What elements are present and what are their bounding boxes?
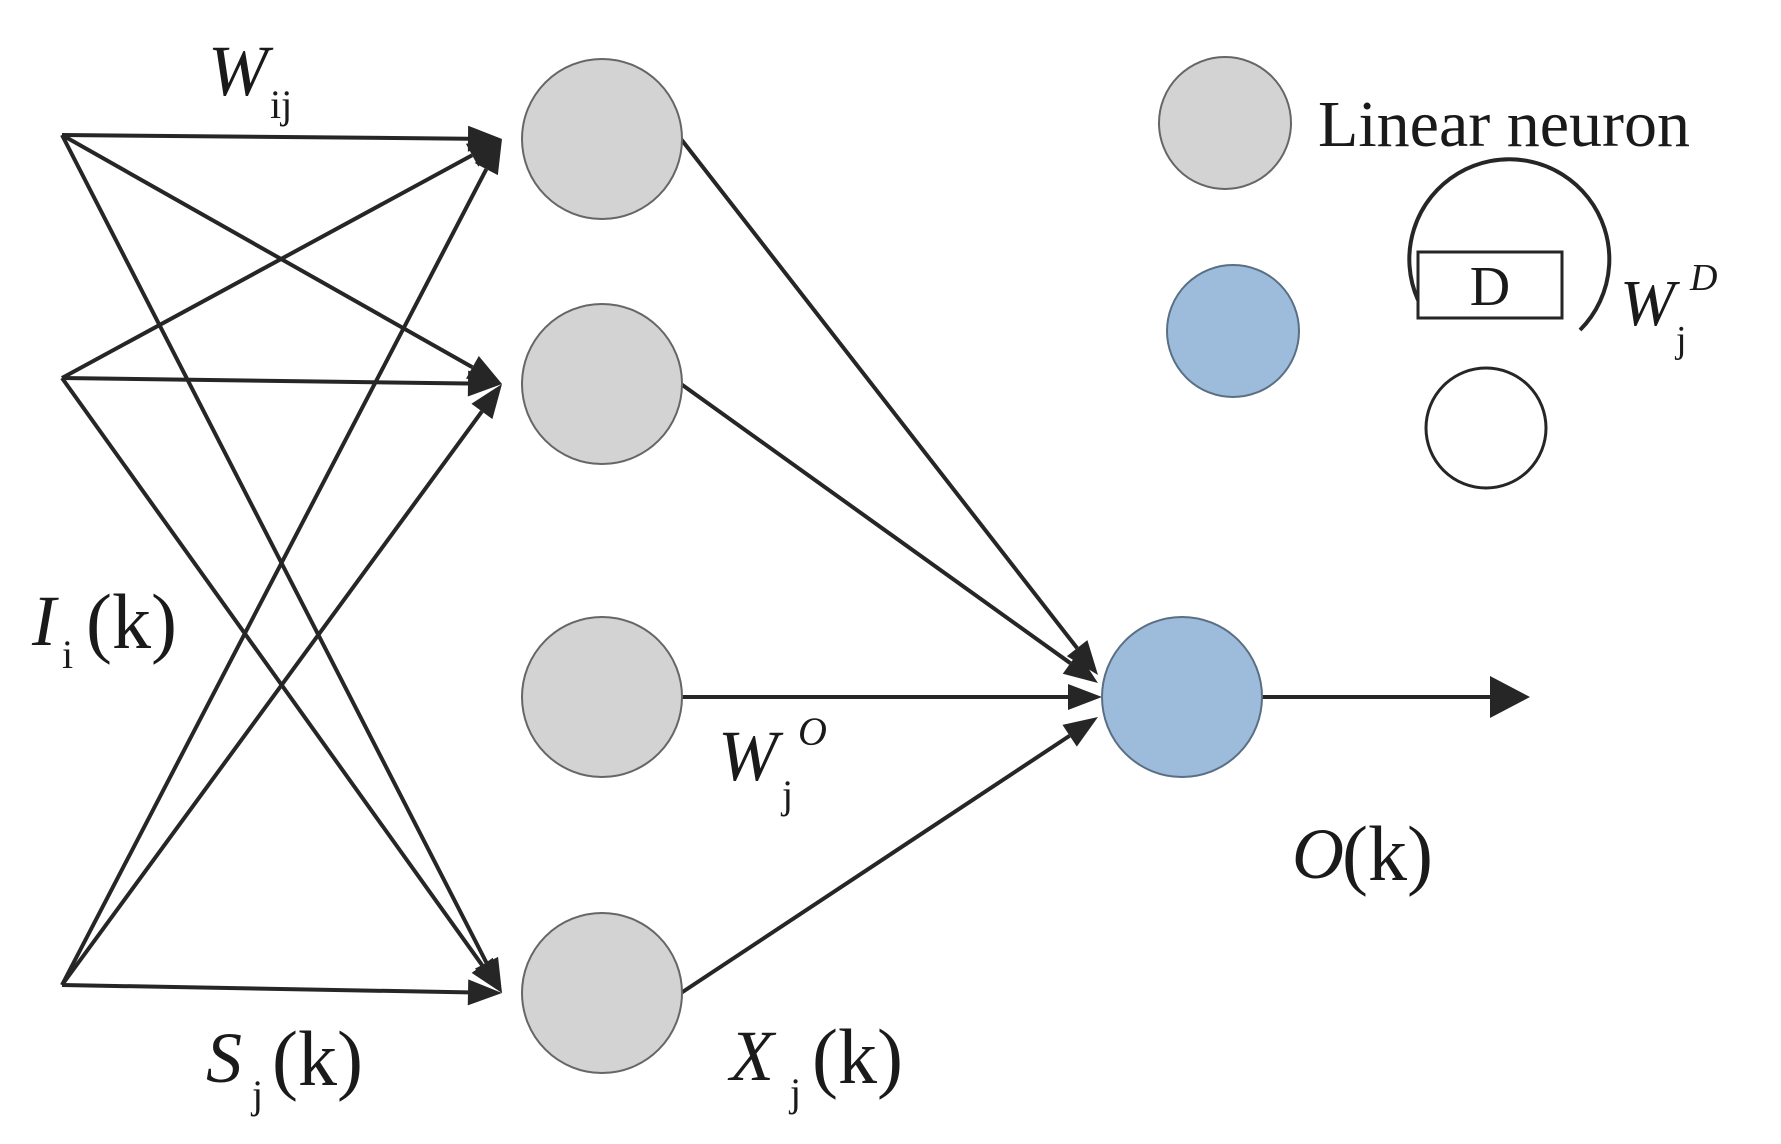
- context-arg: (k): [272, 1015, 363, 1102]
- edge-input-3-to-hidden-1: [60, 168, 489, 986]
- input-main: I: [31, 581, 59, 661]
- edge-hidden-3-to-output-arrowhead: [1068, 684, 1102, 710]
- output-arrow: [1262, 676, 1530, 718]
- edge-input-2-to-hidden-2: [61, 376, 469, 386]
- output-weight-main: W: [718, 716, 784, 796]
- context-sub: j: [250, 1072, 263, 1117]
- hidden-neuron-2: [521, 303, 683, 465]
- delay-weight-sub: j: [1674, 319, 1687, 361]
- edge-hidden-4-to-output-arrowhead: [1062, 717, 1098, 747]
- legend: Linear neuron D W D j: [1158, 56, 1717, 490]
- edge-input-1-to-hidden-3: [60, 134, 489, 964]
- edge-hidden-1-to-output: [679, 137, 1079, 650]
- edge-input-2-to-hidden-1: [61, 153, 474, 380]
- edge-input-2-to-hidden-1-arrowhead: [465, 139, 502, 167]
- output-weight-sub: j: [780, 772, 793, 817]
- edge-input-3-to-hidden-3-arrowhead: [467, 979, 502, 1006]
- hidden-to-output-connections: [679, 137, 1102, 995]
- legend-linear-neuron-label: Linear neuron: [1318, 88, 1690, 161]
- input-to-hidden-connections: [60, 125, 502, 1006]
- hidden-arg: (k): [812, 1013, 903, 1100]
- edge-hidden-2-to-output-arrowhead: [1062, 652, 1098, 683]
- edge-input-3-to-hidden-2: [60, 410, 484, 987]
- label-output: O (k): [1292, 810, 1433, 897]
- hidden-main: X: [727, 1016, 777, 1096]
- delay-loop-node: [1424, 366, 1548, 490]
- context-main: S: [206, 1018, 242, 1098]
- edge-input-2-to-hidden-3: [60, 376, 484, 967]
- output-arg: (k): [1342, 810, 1433, 897]
- hidden-neuron-3: [521, 616, 683, 778]
- delay-weight-sup: D: [1689, 257, 1717, 299]
- input-arg: (k): [86, 578, 177, 665]
- edge-input-2-to-hidden-2-arrowhead: [467, 370, 502, 397]
- output-weight-sup: O: [798, 709, 827, 754]
- delay-weight-main: W: [1620, 267, 1680, 340]
- edge-input-3-to-hidden-1-arrowhead: [474, 139, 502, 176]
- edge-hidden-4-to-output: [679, 734, 1071, 995]
- edge-input-3-to-hidden-2-arrowhead: [471, 384, 502, 420]
- label-hidden: X j (k): [727, 1013, 903, 1115]
- delay-box: [1416, 250, 1564, 320]
- hidden-layer: [521, 58, 683, 1074]
- output-neuron: [1101, 616, 1263, 778]
- legend-linear-neuron-symbol: [1158, 56, 1292, 190]
- delay-loop-symbol: D: [1407, 157, 1612, 490]
- label-context: S j (k): [206, 1015, 363, 1117]
- edge-input-2-to-hidden-3-arrowhead: [471, 957, 502, 993]
- label-input-weight: W ij: [208, 31, 292, 127]
- edge-hidden-1-to-output-arrowhead: [1066, 640, 1098, 675]
- label-input: I i (k): [31, 578, 177, 677]
- input-sub: i: [62, 632, 73, 677]
- output-main: O: [1292, 814, 1344, 894]
- edge-input-1-to-hidden-1: [61, 133, 469, 141]
- legend-recurrent-neuron-symbol: [1166, 264, 1300, 398]
- label-output-weight: W O j: [718, 709, 827, 817]
- delay-box-label: D: [1470, 256, 1510, 318]
- hidden-neuron-1: [521, 58, 683, 220]
- hidden-neuron-4: [521, 912, 683, 1074]
- edge-hidden-2-to-output: [679, 382, 1072, 665]
- delay-weight-label: W D j: [1620, 257, 1717, 361]
- input-weight-main: W: [208, 31, 274, 111]
- input-weight-sub: ij: [270, 82, 292, 127]
- edge-input-3-to-hidden-3: [61, 983, 469, 995]
- hidden-sub: j: [788, 1070, 801, 1115]
